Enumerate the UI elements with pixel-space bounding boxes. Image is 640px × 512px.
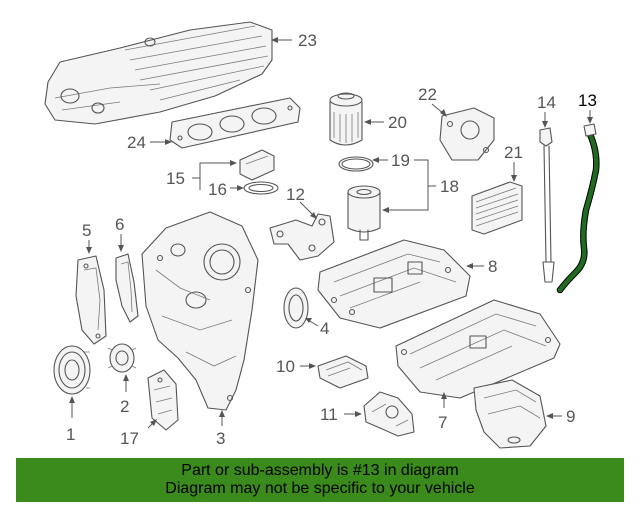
callout-11[interactable]: 11 (320, 405, 338, 424)
callout-11-leader (344, 411, 362, 417)
oil-filter-housing-part[interactable] (329, 92, 363, 146)
callout-22[interactable]: 22 (418, 85, 437, 104)
callout-20-leader (364, 119, 384, 125)
callout-1-leader (69, 396, 75, 418)
callout-12[interactable]: 12 (286, 185, 305, 204)
callout-20[interactable]: 20 (388, 113, 407, 132)
callout-21[interactable]: 21 (504, 143, 523, 162)
callout-12-leader (299, 201, 317, 219)
callout-5[interactable]: 5 (82, 221, 91, 240)
callout-14[interactable]: 14 (537, 93, 556, 112)
callout-4[interactable]: 4 (320, 319, 329, 338)
callout-5-leader (86, 240, 92, 254)
intake-gasket-part[interactable] (169, 97, 301, 149)
callout-8[interactable]: 8 (488, 257, 497, 276)
oil-cooler-part[interactable] (471, 181, 523, 235)
oil-filter-element-part[interactable] (347, 185, 381, 241)
sensor-part[interactable] (239, 149, 275, 181)
oil-pump-part[interactable] (363, 391, 415, 437)
sprocket-part[interactable] (107, 343, 137, 373)
callout-2-leader (123, 374, 129, 392)
exploded-parts-diagram: 23 24 15 (44, 21, 600, 449)
o-ring-19-part[interactable] (338, 156, 374, 172)
callout-6-leader (118, 234, 124, 252)
oil-sump-part[interactable] (473, 379, 547, 449)
callout-10[interactable]: 10 (276, 357, 295, 376)
callout-18[interactable]: 18 (440, 177, 459, 196)
gasket-5-part[interactable] (75, 255, 107, 345)
highlight-notice-banner: Part or sub-assembly is #13 in diagram D… (16, 458, 624, 502)
callout-17-leader (147, 419, 157, 429)
callout-16[interactable]: 16 (208, 180, 227, 199)
lower-oil-pan-part[interactable] (395, 299, 561, 399)
callout-18-19-leaders (372, 157, 436, 213)
bracket-12-part[interactable] (269, 213, 335, 261)
banner-line-part-number: Part or sub-assembly is #13 in diagram (181, 462, 459, 479)
callout-14-leader (542, 112, 548, 128)
callout-9[interactable]: 9 (566, 407, 575, 426)
callout-24-leader (150, 139, 172, 145)
callout-3-leader (219, 410, 225, 426)
intake-manifold-part[interactable] (44, 21, 273, 125)
callout-13[interactable]: 13 (578, 91, 597, 110)
callout-22-leader (431, 103, 447, 117)
cover-plate-17-part[interactable] (147, 369, 179, 431)
callout-21-leader (511, 162, 517, 182)
callout-1[interactable]: 1 (66, 425, 75, 444)
callout-9-leader (546, 413, 562, 419)
callout-24[interactable]: 24 (127, 133, 146, 152)
callout-10-leader (300, 363, 316, 369)
seal-ring-16-part[interactable] (243, 181, 279, 195)
callout-15-16-leaders (192, 160, 244, 191)
callout-7[interactable]: 7 (438, 413, 447, 432)
callout-23[interactable]: 23 (298, 31, 317, 50)
banner-line-disclaimer: Diagram may not be specific to your vehi… (165, 480, 475, 497)
callout-19[interactable]: 19 (391, 151, 410, 170)
callout-2[interactable]: 2 (120, 397, 129, 416)
crank-seal-4-part[interactable] (283, 287, 309, 329)
callout-7-leader (441, 392, 447, 408)
dipstick-tube-part[interactable] (539, 127, 555, 283)
baffle-plate-part[interactable] (317, 355, 369, 389)
callout-23-leader (271, 37, 292, 43)
callout-4-leader (305, 318, 319, 327)
callout-8-leader (466, 263, 484, 269)
callout-13-leader (587, 110, 593, 124)
gasket-6-part[interactable] (115, 253, 139, 323)
crankshaft-pulley-part[interactable] (53, 345, 91, 395)
callout-17[interactable]: 17 (120, 429, 139, 448)
dipstick-part-13[interactable] (556, 123, 600, 294)
timing-cover-part[interactable] (141, 211, 259, 411)
callout-6[interactable]: 6 (115, 215, 124, 234)
bracket-22-part[interactable] (439, 107, 495, 161)
callout-3[interactable]: 3 (216, 429, 225, 448)
upper-oil-pan-part[interactable] (317, 239, 471, 329)
callout-15[interactable]: 15 (166, 169, 185, 188)
